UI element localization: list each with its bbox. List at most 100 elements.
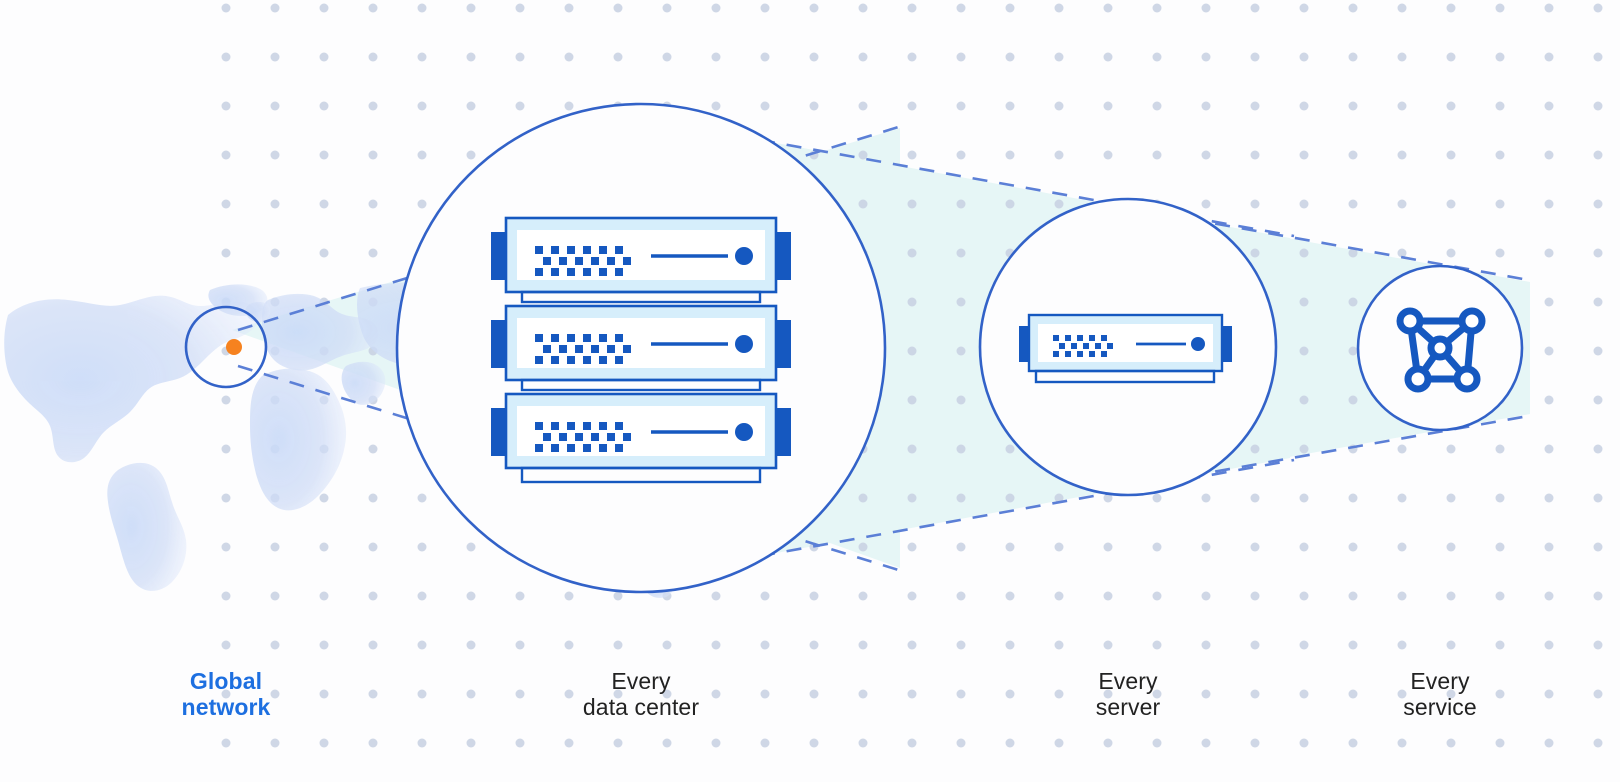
grid-dot <box>1299 640 1309 650</box>
grid-dot <box>1103 738 1113 748</box>
grid-dot <box>368 738 378 748</box>
grid-dot <box>1250 3 1260 13</box>
grid-dot <box>1544 101 1554 111</box>
dashed-line-dc-srv-bottom <box>759 458 1295 558</box>
grid-dot <box>1593 689 1603 699</box>
network-graph-icon <box>1396 307 1486 393</box>
grid-dot <box>1201 199 1211 209</box>
grid-dot <box>417 542 427 552</box>
grid-dot <box>1054 738 1064 748</box>
grid-dot <box>1152 52 1162 62</box>
stage-every-server[interactable] <box>978 197 1278 497</box>
grid-dot <box>1054 689 1064 699</box>
grid-dot <box>1397 248 1407 258</box>
grid-dot <box>1250 248 1260 258</box>
grid-dot <box>221 150 231 160</box>
grid-dot <box>613 738 623 748</box>
global-network-circle <box>184 305 268 389</box>
grid-dot <box>760 52 770 62</box>
grid-dot <box>1201 640 1211 650</box>
grid-dot <box>956 444 966 454</box>
grid-dot <box>270 150 280 160</box>
grid-dot <box>368 444 378 454</box>
grid-dot <box>221 493 231 503</box>
grid-dot <box>1593 493 1603 503</box>
grid-dot <box>1201 689 1211 699</box>
stage-every-service[interactable] <box>1356 264 1524 432</box>
grid-dot <box>1152 640 1162 650</box>
grid-dot <box>1005 52 1015 62</box>
grid-dot <box>1397 640 1407 650</box>
grid-dot <box>956 346 966 356</box>
grid-dot <box>858 150 868 160</box>
grid-dot <box>1348 395 1358 405</box>
grid-dot <box>613 3 623 13</box>
grid-dot <box>1103 689 1113 699</box>
grid-dot <box>368 3 378 13</box>
grid-dot <box>515 689 525 699</box>
grid-dot <box>564 591 574 601</box>
grid-dot <box>1397 101 1407 111</box>
grid-dot <box>1005 101 1015 111</box>
grid-dot <box>221 395 231 405</box>
grid-dot <box>368 591 378 601</box>
grid-dot <box>1348 52 1358 62</box>
grid-dot <box>760 3 770 13</box>
grid-dot <box>907 101 917 111</box>
grid-dot <box>907 3 917 13</box>
grid-dot <box>1348 3 1358 13</box>
grid-dot <box>1593 395 1603 405</box>
grid-dot <box>1544 199 1554 209</box>
server-single-unit-icon <box>1019 313 1232 384</box>
grid-dot <box>858 493 868 503</box>
grid-dot <box>1593 248 1603 258</box>
grid-dot <box>1103 3 1113 13</box>
grid-dot <box>1054 52 1064 62</box>
grid-dot <box>1495 591 1505 601</box>
grid-dot <box>1103 542 1113 552</box>
grid-dot <box>613 52 623 62</box>
grid-dot <box>858 689 868 699</box>
map-location-pin-icon <box>226 339 242 355</box>
grid-dot <box>1348 542 1358 552</box>
grid-dot <box>270 738 280 748</box>
grid-dot <box>1348 493 1358 503</box>
grid-dot <box>956 101 966 111</box>
grid-dot <box>760 591 770 601</box>
grid-dot <box>1250 444 1260 454</box>
grid-dot <box>1348 248 1358 258</box>
stage-global-network[interactable] <box>184 305 268 389</box>
grid-dot <box>466 101 476 111</box>
grid-dot <box>1103 101 1113 111</box>
stage-every-data-center[interactable] <box>395 102 887 594</box>
grid-dot <box>1495 3 1505 13</box>
grid-dot <box>1054 150 1064 160</box>
grid-dot <box>1250 199 1260 209</box>
grid-dot <box>809 689 819 699</box>
grid-dot <box>1397 542 1407 552</box>
grid-dot <box>956 199 966 209</box>
grid-dot <box>1201 150 1211 160</box>
grid-dot <box>1593 738 1603 748</box>
grid-dot <box>1299 52 1309 62</box>
grid-dot <box>270 3 280 13</box>
grid-dot <box>1005 640 1015 650</box>
grid-dot <box>1593 150 1603 160</box>
grid-dot <box>1593 346 1603 356</box>
grid-dot <box>1348 689 1358 699</box>
grid-dot <box>1299 297 1309 307</box>
grid-dot <box>1544 640 1554 650</box>
grid-dot <box>221 542 231 552</box>
grid-dot <box>1495 640 1505 650</box>
grid-dot <box>515 101 525 111</box>
grid-dot <box>613 591 623 601</box>
grid-dot <box>1201 3 1211 13</box>
grid-dot <box>1495 542 1505 552</box>
grid-dot <box>1005 542 1015 552</box>
grid-dot <box>1348 150 1358 160</box>
grid-dot <box>1593 101 1603 111</box>
grid-dot <box>319 640 329 650</box>
grid-dot <box>858 640 868 650</box>
grid-dot <box>1544 3 1554 13</box>
grid-dot <box>1544 689 1554 699</box>
